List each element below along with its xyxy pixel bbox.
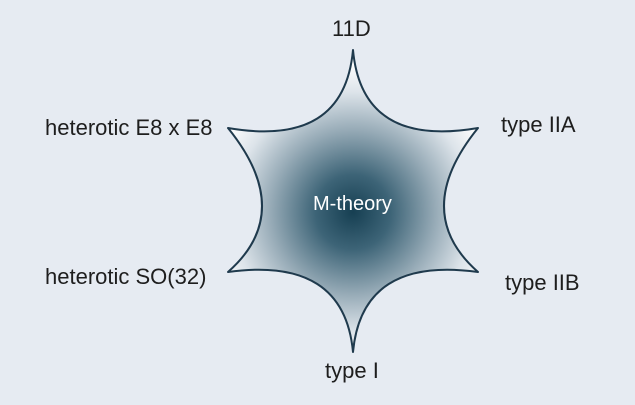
vertex-label-upper-left: heterotic E8 x E8 xyxy=(45,115,213,140)
vertex-label-upper-right: type IIA xyxy=(501,112,576,137)
vertex-label-top: 11D xyxy=(332,16,371,41)
vertex-label-bottom: type I xyxy=(325,358,379,383)
vertex-label-lower-right: type IIB xyxy=(505,270,580,295)
center-label-m-theory: M-theory xyxy=(313,193,392,215)
star-outline xyxy=(227,49,479,353)
vertex-label-lower-left: heterotic SO(32) xyxy=(45,264,207,289)
